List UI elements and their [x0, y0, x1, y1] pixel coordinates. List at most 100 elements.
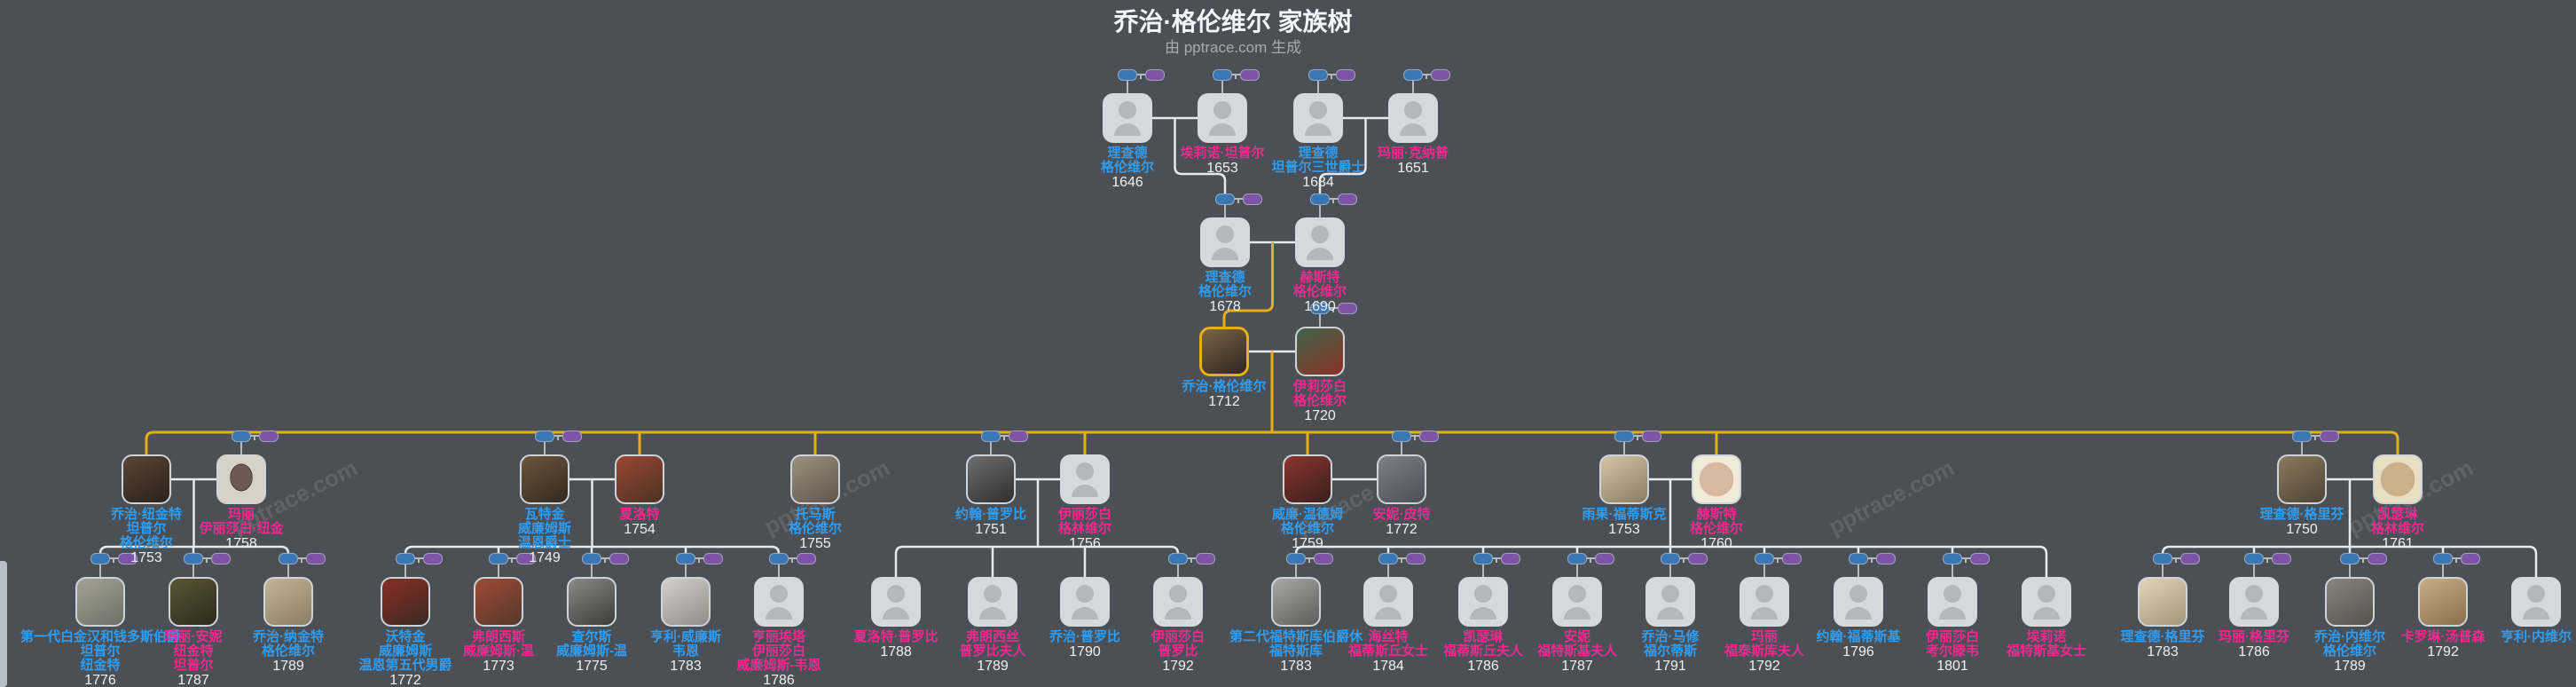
expand-relatives-pill-purple[interactable]: [2180, 553, 2200, 565]
person-avatar-placeholder[interactable]: [1928, 577, 1977, 627]
expand-relatives-pill-purple[interactable]: [306, 553, 326, 565]
person-portrait[interactable]: [790, 454, 840, 504]
expand-parents-pill-blue[interactable]: [1392, 430, 1411, 442]
expand-relatives-pill-purple[interactable]: [1782, 553, 1802, 565]
person-avatar-placeholder[interactable]: [1293, 93, 1343, 143]
expand-parents-pill-blue[interactable]: [232, 430, 251, 442]
expand-parents-pill-blue[interactable]: [396, 553, 415, 565]
expand-relatives-pill-purple[interactable]: [1314, 553, 1333, 565]
person-avatar-placeholder[interactable]: [968, 577, 1017, 627]
expand-parents-pill-blue[interactable]: [2340, 553, 2360, 565]
expand-parents-pill-blue[interactable]: [1567, 553, 1587, 565]
expand-parents-pill-blue[interactable]: [1614, 430, 1634, 442]
expand-relatives-pill-purple[interactable]: [1338, 303, 1357, 314]
expand-relatives-pill-purple[interactable]: [1240, 69, 1260, 81]
person-portrait[interactable]: [216, 454, 266, 504]
person-avatar-placeholder[interactable]: [1388, 93, 1438, 143]
expand-relatives-pill-purple[interactable]: [1338, 193, 1357, 205]
expand-parents-pill-blue[interactable]: [1755, 553, 1774, 565]
person-portrait[interactable]: [474, 577, 523, 627]
person-avatar-placeholder[interactable]: [1060, 454, 1110, 504]
expand-relatives-pill-purple[interactable]: [2461, 553, 2480, 565]
person-avatar-placeholder[interactable]: [1740, 577, 1789, 627]
expand-parents-pill-blue[interactable]: [279, 553, 298, 565]
person-portrait[interactable]: [2418, 577, 2468, 627]
expand-relatives-pill-purple[interactable]: [1336, 69, 1355, 81]
expand-relatives-pill-purple[interactable]: [1009, 430, 1028, 442]
expand-relatives-pill-purple[interactable]: [1431, 69, 1450, 81]
expand-parents-pill-blue[interactable]: [582, 553, 601, 565]
expand-parents-pill-blue[interactable]: [90, 553, 110, 565]
person-portrait[interactable]: [661, 577, 711, 627]
expand-relatives-pill-purple[interactable]: [1595, 553, 1614, 565]
expand-relatives-pill-purple[interactable]: [1688, 553, 1708, 565]
expand-relatives-pill-purple[interactable]: [516, 553, 536, 565]
person-portrait[interactable]: [381, 577, 430, 627]
person-portrait[interactable]: [615, 454, 664, 504]
expand-parents-pill-blue[interactable]: [769, 553, 789, 565]
expand-parents-pill-blue[interactable]: [1378, 553, 1398, 565]
expand-parents-pill-blue[interactable]: [1215, 193, 1235, 205]
person-avatar-placeholder[interactable]: [754, 577, 804, 627]
person-portrait[interactable]: [2373, 454, 2423, 504]
person-avatar-placeholder[interactable]: [1103, 93, 1152, 143]
expand-parents-pill-blue[interactable]: [1308, 69, 1328, 81]
expand-relatives-pill-purple[interactable]: [423, 553, 443, 565]
person-portrait[interactable]: [1295, 327, 1345, 376]
expand-relatives-pill-purple[interactable]: [1419, 430, 1439, 442]
person-portrait[interactable]: [1377, 454, 1426, 504]
expand-relatives-pill-purple[interactable]: [2368, 553, 2387, 565]
expand-parents-pill-blue[interactable]: [676, 553, 695, 565]
expand-relatives-pill-purple[interactable]: [2272, 553, 2291, 565]
person-avatar-placeholder[interactable]: [1295, 217, 1345, 267]
expand-relatives-pill-purple[interactable]: [1145, 69, 1165, 81]
expand-parents-pill-blue[interactable]: [1661, 553, 1680, 565]
expand-parents-pill-blue[interactable]: [1310, 193, 1330, 205]
left-scrollbar-thumb[interactable]: [0, 561, 7, 687]
expand-parents-pill-blue[interactable]: [2244, 553, 2264, 565]
person-avatar-placeholder[interactable]: [1458, 577, 1508, 627]
person-avatar-placeholder[interactable]: [871, 577, 921, 627]
expand-relatives-pill-purple[interactable]: [1406, 553, 1425, 565]
expand-relatives-pill-purple[interactable]: [1876, 553, 1896, 565]
expand-relatives-pill-purple[interactable]: [1970, 553, 1990, 565]
expand-parents-pill-blue[interactable]: [1118, 69, 1137, 81]
person-portrait[interactable]: [122, 454, 171, 504]
person-avatar-placeholder[interactable]: [1153, 577, 1203, 627]
person-avatar-placeholder[interactable]: [1834, 577, 1883, 627]
expand-parents-pill-blue[interactable]: [535, 430, 554, 442]
person-portrait[interactable]: [567, 577, 617, 627]
expand-parents-pill-blue[interactable]: [1213, 69, 1232, 81]
person-avatar-placeholder[interactable]: [2022, 577, 2071, 627]
person-avatar-placeholder[interactable]: [1198, 93, 1247, 143]
person-portrait[interactable]: [263, 577, 313, 627]
person-portrait[interactable]: [2138, 577, 2187, 627]
person-portrait[interactable]: [169, 577, 218, 627]
expand-parents-pill-blue[interactable]: [2292, 430, 2312, 442]
person-avatar-placeholder[interactable]: [2229, 577, 2279, 627]
expand-relatives-pill-purple[interactable]: [1642, 430, 1661, 442]
person-portrait[interactable]: [2325, 577, 2375, 627]
person-avatar-placeholder[interactable]: [1645, 577, 1695, 627]
expand-parents-pill-blue[interactable]: [1943, 553, 1962, 565]
expand-parents-pill-blue[interactable]: [1310, 303, 1330, 314]
person-portrait[interactable]: [75, 577, 125, 627]
expand-relatives-pill-purple[interactable]: [1243, 193, 1262, 205]
expand-relatives-pill-purple[interactable]: [797, 553, 816, 565]
expand-relatives-pill-purple[interactable]: [259, 430, 279, 442]
person-portrait[interactable]: [1199, 327, 1249, 376]
person-portrait[interactable]: [1283, 454, 1332, 504]
expand-relatives-pill-purple[interactable]: [211, 553, 231, 565]
person-avatar-placeholder[interactable]: [1363, 577, 1413, 627]
expand-relatives-pill-purple[interactable]: [1501, 553, 1520, 565]
expand-parents-pill-blue[interactable]: [1286, 553, 1306, 565]
person-avatar-placeholder[interactable]: [1552, 577, 1602, 627]
person-avatar-placeholder[interactable]: [2511, 577, 2561, 627]
person-portrait[interactable]: [966, 454, 1016, 504]
person-portrait[interactable]: [1599, 454, 1649, 504]
expand-parents-pill-blue[interactable]: [184, 553, 203, 565]
expand-parents-pill-blue[interactable]: [2153, 553, 2172, 565]
person-portrait[interactable]: [1692, 454, 1741, 504]
expand-parents-pill-blue[interactable]: [2433, 553, 2453, 565]
